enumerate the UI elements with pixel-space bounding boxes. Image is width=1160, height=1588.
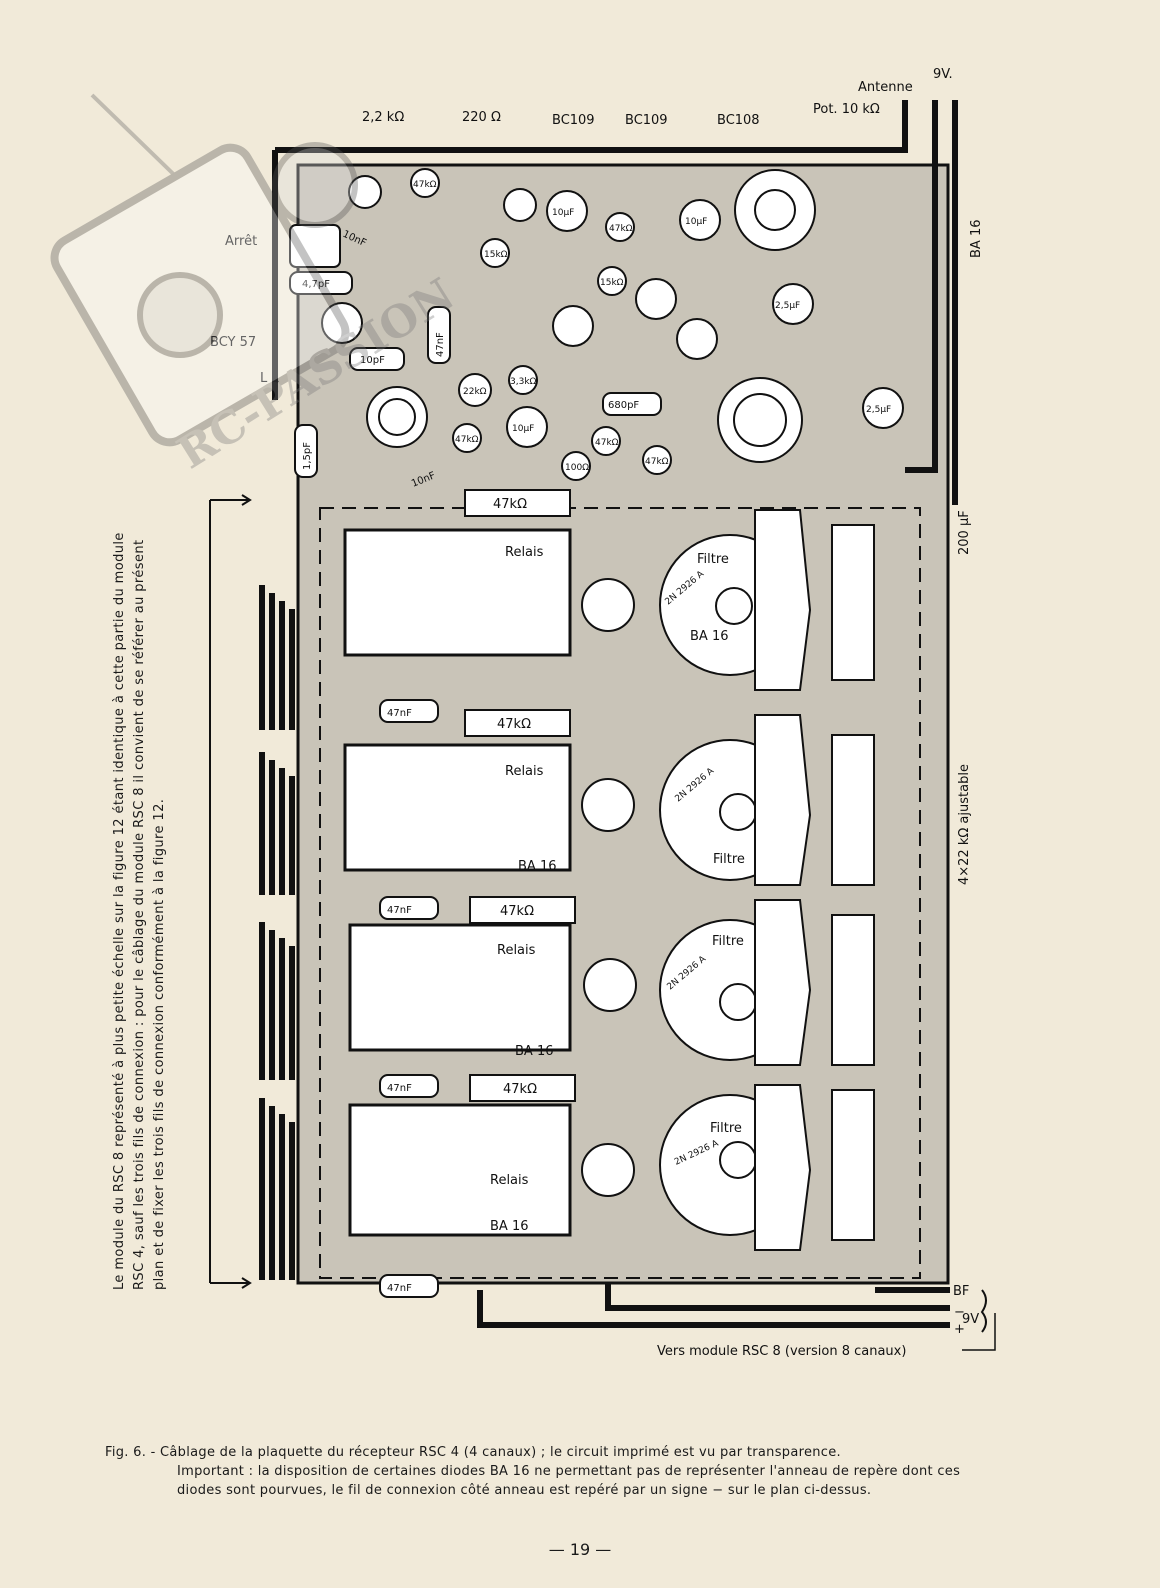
label-47pf: 4,7pF (302, 279, 330, 290)
label-22k: 22kΩ (463, 387, 487, 397)
label-arret: Arrêt (225, 234, 257, 249)
label-10pf: 10pF (360, 355, 385, 366)
label-10uf-a: 10µF (552, 208, 574, 218)
ch1-res: 47kΩ (493, 497, 527, 512)
label-9v-bottom: 9V (962, 1312, 979, 1327)
label-pot: Pot. 10 kΩ (813, 102, 880, 117)
caption-line-2: Important : la disposition de certaines … (177, 1464, 961, 1479)
ch3-diode: BA 16 (515, 1044, 554, 1059)
label-antenne: Antenne (858, 80, 913, 95)
ch2-filtre: Filtre (713, 852, 745, 867)
label-33k: 3,3kΩ (510, 377, 537, 387)
figure-caption: Fig. 6. - Câblage de la plaquette du réc… (105, 1443, 1085, 1500)
label-47k-b: 47kΩ (609, 224, 633, 234)
ch1-cap: 47nF (387, 708, 412, 719)
ch4-cap: 47nF (387, 1283, 412, 1294)
label-25uf-b: 2,5µF (866, 405, 891, 415)
channel-1: 47kΩ Relais Filtre 2N 2926 A BA 16 47nF (259, 489, 875, 730)
bottom-wires (477, 1283, 950, 1328)
ch3-res: 47kΩ (500, 904, 534, 919)
ch1-filtre: Filtre (697, 552, 729, 567)
caption-line-3: diodes sont pourvues, le fil de connexio… (177, 1483, 872, 1498)
ch2-res: 47kΩ (497, 717, 531, 732)
label-47k-d: 47kΩ (595, 438, 619, 448)
label-47k-e: 47kΩ (645, 457, 669, 467)
label-10uf-b: 10µF (685, 217, 707, 227)
ch4-res: 47kΩ (503, 1082, 537, 1097)
label-47k-c: 47kΩ (455, 435, 479, 445)
label-bc108: BC108 (717, 113, 760, 128)
label-plus: + (954, 1322, 965, 1337)
label-47nf-upper: 47nF (435, 332, 446, 357)
label-100: 100Ω (565, 463, 589, 473)
label-25uf-a: 2,5µF (775, 301, 800, 311)
label-minus: − (954, 1305, 965, 1320)
ch1-relais: Relais (505, 545, 544, 560)
ch3-filtre: Filtre (712, 934, 744, 949)
label-15k-a: 15kΩ (484, 250, 508, 260)
ch3-relais: Relais (497, 943, 536, 958)
brace (980, 1289, 987, 1333)
side-bracket (209, 494, 252, 1289)
label-bcy57: BCY 57 (210, 335, 256, 350)
upper-components (289, 168, 904, 481)
label-680pf: 680pF (608, 400, 639, 411)
label-bf: BF (953, 1284, 969, 1299)
label-9v-top: 9V. (933, 67, 953, 82)
ch1-diode: BA 16 (690, 629, 729, 644)
pcb-inner-area (319, 507, 921, 1279)
channel-2: 47kΩ Relais Filtre 2N 2926 A BA 16 47nF (259, 709, 875, 920)
label-c200: 200 µF (957, 510, 972, 555)
label-47k-a: 47kΩ (413, 180, 437, 190)
label-15pf: 1,5pF (302, 442, 313, 470)
ch4-diode: BA 16 (490, 1219, 529, 1234)
channel-3: 47kΩ Relais Filtre 2N 2926 A BA 16 47nF (259, 896, 875, 1098)
channel-4: 47kΩ Relais Filtre 2N 2926 A BA 16 47nF (259, 1074, 875, 1298)
label-vers-module: Vers module RSC 8 (version 8 canaux) (657, 1344, 906, 1359)
ch4-relais: Relais (490, 1173, 529, 1188)
label-10uf-c: 10µF (512, 424, 534, 434)
ch2-relais: Relais (505, 764, 544, 779)
ch2-diode: BA 16 (518, 859, 557, 874)
ch3-cap: 47nF (387, 1083, 412, 1094)
label-r-2k2: 2,2 kΩ (362, 110, 404, 125)
ch4-filtre: Filtre (710, 1121, 742, 1136)
side-note: Le module du RSC 8 représenté à plus pet… (112, 532, 167, 1290)
upper-labels: 2,2 kΩ 220 Ω BC109 BC109 BC108 Pot. 10 k… (210, 67, 984, 885)
label-adjustable: 4×22 kΩ ajustable (957, 764, 972, 885)
label-bc109-b: BC109 (625, 113, 668, 128)
label-l1: L 1 (260, 371, 280, 386)
label-15k-b: 15kΩ (600, 278, 624, 288)
page-number: — 19 — (548, 1540, 612, 1559)
ch2-cap: 47nF (387, 905, 412, 916)
top-wires (272, 100, 958, 505)
label-bc109-a: BC109 (552, 113, 595, 128)
vers-module-line (962, 1313, 996, 1351)
caption-line-1: Fig. 6. - Câblage de la plaquette du réc… (105, 1445, 841, 1460)
label-ba16-top: BA 16 (969, 220, 984, 259)
label-r-220: 220 Ω (462, 110, 501, 125)
